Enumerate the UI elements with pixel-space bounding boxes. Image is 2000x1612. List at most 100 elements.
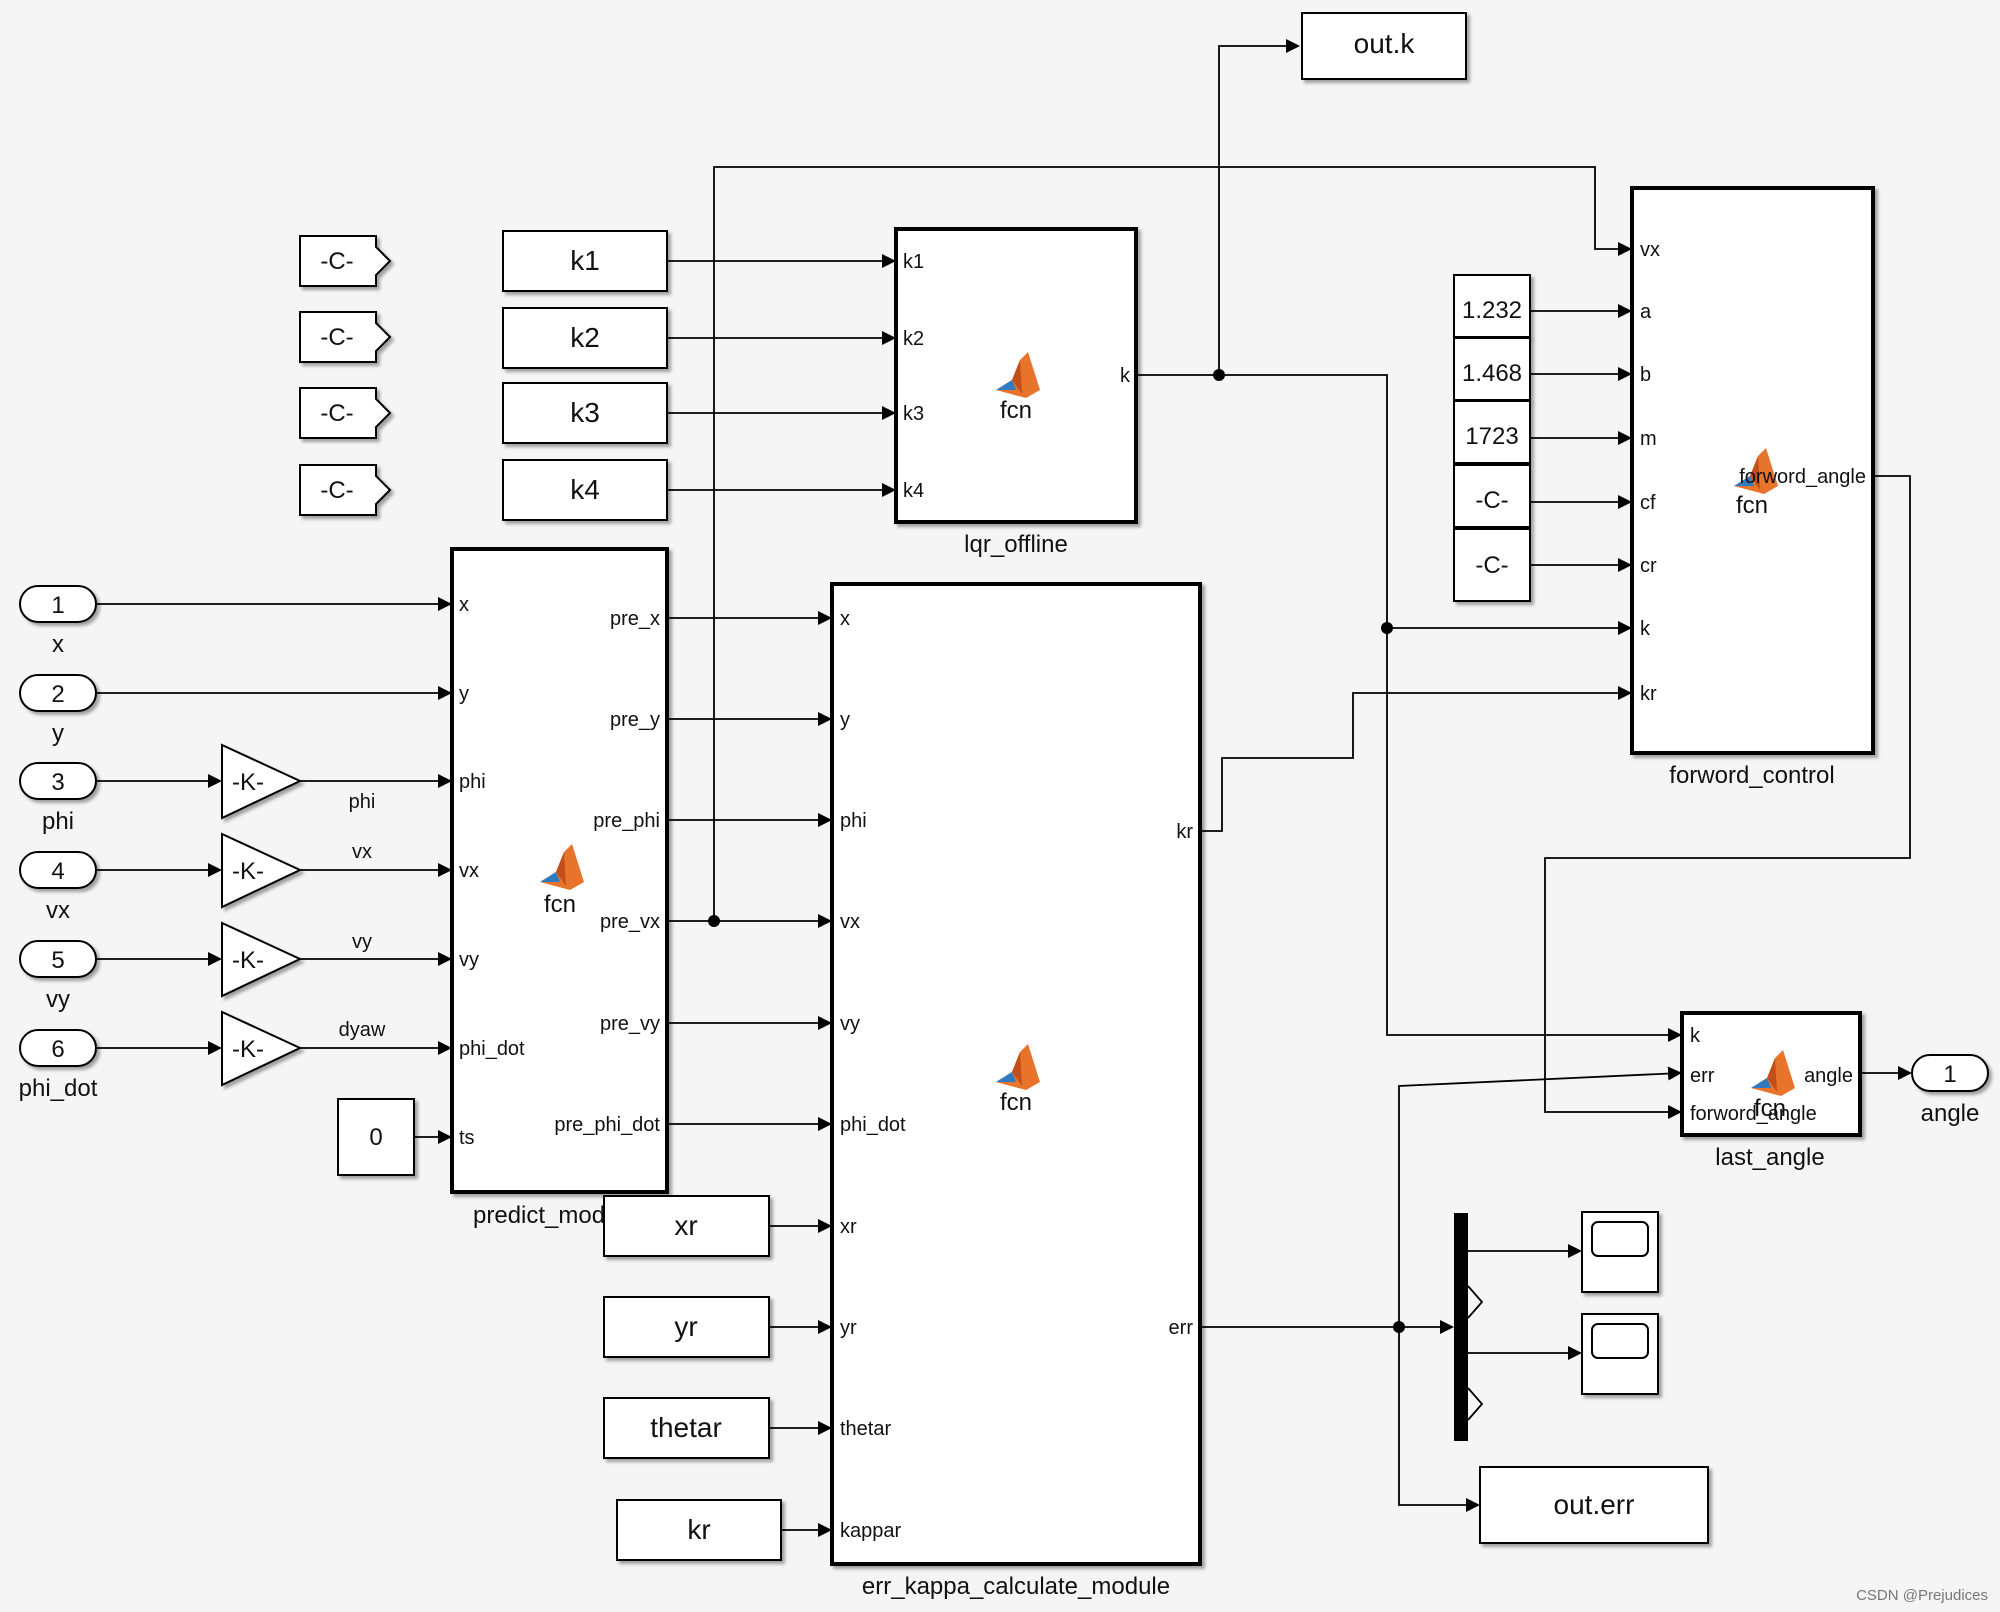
block-caption: lqr_offline [964, 531, 1068, 558]
port-err-out: err [1169, 1317, 1194, 1339]
outport-1[interactable]: 1 angle [1911, 1054, 1989, 1127]
port-forword-angle: forword_angle [1690, 1103, 1817, 1125]
signal-label-vx: vx [352, 841, 372, 863]
from-block-yr[interactable]: yr [603, 1296, 770, 1358]
port-k2: k2 [903, 328, 924, 350]
inport-5[interactable]: 5 vy [19, 940, 97, 1013]
port-cf: cf [1640, 492, 1656, 514]
inport-1[interactable]: 1 x [19, 585, 97, 658]
port-vx: vx [840, 911, 860, 933]
port-ts: ts [459, 1127, 475, 1149]
inport-4[interactable]: 4 vx [19, 851, 97, 924]
port-pre-phi-dot: pre_phi_dot [554, 1114, 660, 1136]
inport-number: 4 [51, 858, 64, 885]
port-k1: k1 [903, 251, 924, 273]
constant-block-cf[interactable]: -C- [1453, 464, 1531, 528]
from-label: k1 [570, 245, 600, 276]
block-caption: predict_mod [473, 1202, 605, 1229]
const-c-label: -C- [320, 324, 353, 351]
lqr-offline-block[interactable]: k1 k2 k3 k4 k fcn lqr_offline [894, 227, 1138, 558]
port-phi: phi [840, 810, 867, 832]
inport-name: vx [46, 897, 70, 924]
forword-control-block[interactable]: vx a b m cf cr k kr forword_angle fcn fo… [1630, 186, 1875, 789]
port-pre-x: pre_x [610, 608, 660, 630]
port-yr: yr [840, 1317, 857, 1339]
constant-ts-block[interactable]: 0 [337, 1098, 415, 1176]
block-caption: last_angle [1715, 1144, 1824, 1171]
port-vy: vy [459, 949, 479, 971]
signal-label-vy: vy [352, 931, 372, 953]
port-y: y [840, 709, 850, 731]
inport-6[interactable]: 6 phi_dot [19, 1029, 98, 1102]
gain-block-vx[interactable]: -K- [221, 832, 303, 909]
from-block-xr[interactable]: xr [603, 1195, 770, 1257]
constant-value: 1.468 [1462, 360, 1522, 387]
port-kr-out: kr [1176, 821, 1193, 843]
constant-block-a[interactable]: 1.232 [1453, 274, 1531, 338]
constant-block-m[interactable]: 1723 [1453, 400, 1531, 464]
demux-block[interactable] [1454, 1213, 1484, 1441]
const-c-tag-4[interactable]: -C- [299, 464, 392, 516]
gain-block-phi[interactable]: -K- [221, 743, 303, 820]
inport-2[interactable]: 2 y [19, 674, 97, 747]
port-k: k [1640, 618, 1651, 640]
from-label: yr [674, 1311, 697, 1342]
scope-block-1[interactable] [1581, 1211, 1659, 1293]
inport-name: y [52, 720, 64, 747]
from-block-k4[interactable]: k4 [502, 459, 668, 521]
port-pre-vy: pre_vy [600, 1013, 660, 1035]
fcn-label: fcn [1754, 1095, 1786, 1122]
port-kr: kr [1640, 683, 1657, 705]
block-caption: err_kappa_calculate_module [862, 1573, 1170, 1600]
port-angle-out: angle [1804, 1065, 1853, 1087]
const-c-tag-1[interactable]: -C- [299, 235, 392, 287]
from-block-thetar[interactable]: thetar [603, 1397, 770, 1459]
port-xr: xr [840, 1216, 857, 1238]
gain-block-vy[interactable]: -K- [221, 921, 303, 998]
from-label: kr [687, 1514, 710, 1545]
inport-number: 1 [51, 592, 64, 619]
signal-label-dyaw: dyaw [339, 1019, 386, 1041]
constant-block-cr[interactable]: -C- [1453, 528, 1531, 602]
from-block-kr[interactable]: kr [616, 1499, 782, 1561]
from-block-k3[interactable]: k3 [502, 382, 668, 444]
port-vx: vx [459, 860, 479, 882]
constant-value: 1723 [1465, 423, 1518, 450]
constant-value: -C- [1475, 487, 1508, 514]
port-m: m [1640, 428, 1657, 450]
gain-label: -K- [232, 769, 264, 796]
port-x: x [459, 594, 469, 616]
watermark: CSDN @Prejudices [1856, 1587, 1988, 1604]
port-k4: k4 [903, 480, 924, 502]
to-workspace-out-k[interactable]: out.k [1301, 12, 1467, 80]
to-workspace-out-err[interactable]: out.err [1479, 1466, 1709, 1544]
inport-number: 6 [51, 1036, 64, 1063]
inport-name: phi_dot [19, 1075, 98, 1102]
block-caption: forword_control [1669, 762, 1834, 789]
constant-block-b[interactable]: 1.468 [1453, 337, 1531, 401]
inport-number: 5 [51, 947, 64, 974]
const-c-label: -C- [320, 400, 353, 427]
port-thetar: thetar [840, 1418, 891, 1440]
inport-name: vy [46, 986, 70, 1013]
predict-model-block[interactable]: x y phi vx vy phi_dot ts pre_x pre_y pre… [450, 547, 669, 1229]
inport-number: 2 [51, 681, 64, 708]
port-k: k [1690, 1025, 1701, 1047]
const-c-tag-3[interactable]: -C- [299, 387, 392, 439]
port-phi: phi [459, 771, 486, 793]
const-c-tag-2[interactable]: -C- [299, 311, 392, 363]
gain-block-dyaw[interactable]: -K- [221, 1010, 303, 1087]
last-angle-block[interactable]: k err forword_angle angle fcn last_angle [1680, 1011, 1862, 1171]
from-block-k2[interactable]: k2 [502, 307, 668, 369]
inport-3[interactable]: 3 phi [19, 762, 97, 835]
const-c-label: -C- [320, 477, 353, 504]
gain-label: -K- [232, 1036, 264, 1063]
port-kappar: kappar [840, 1520, 901, 1542]
err-kappa-module-block[interactable]: x y phi vx vy phi_dot xr yr thetar kappa… [830, 582, 1202, 1600]
inport-name: x [52, 631, 64, 658]
port-phi-dot: phi_dot [840, 1114, 906, 1136]
scope-block-2[interactable] [1581, 1313, 1659, 1395]
constant-value: 1.232 [1462, 297, 1522, 324]
from-block-k1[interactable]: k1 [502, 230, 668, 292]
port-k-out: k [1120, 365, 1131, 387]
